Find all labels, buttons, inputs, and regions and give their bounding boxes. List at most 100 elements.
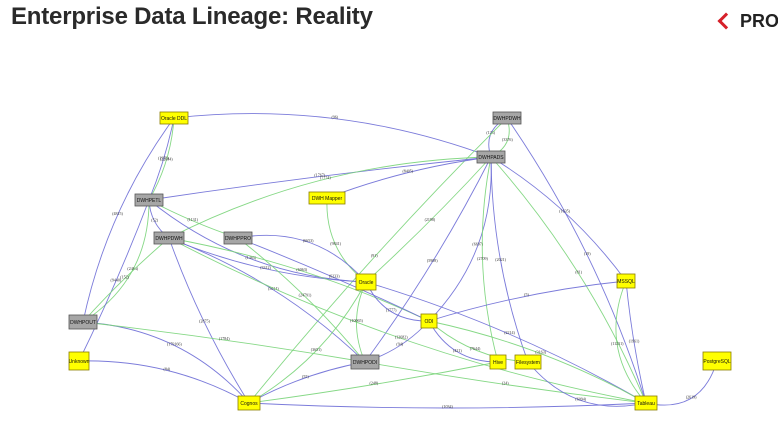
node-box[interactable] [489,354,507,370]
node-dwhpodi[interactable]: DWHPODI [350,354,380,370]
node-oracle[interactable]: Oracle [355,273,377,291]
node-label: DWHPDWH [493,116,521,122]
edge-count-label: (6233) [329,274,340,279]
node-box[interactable] [476,150,506,164]
lineage-edge [326,197,367,283]
node-box[interactable] [350,354,380,370]
node-dwhpdwh[interactable]: DWHPDWH [492,111,522,125]
edge-count-label: (3651) [311,347,322,352]
node-oracle-ddl[interactable]: Oracle DDL [159,111,189,125]
lineage-edge [78,360,250,404]
lineage-edge [248,117,508,404]
lineage-edge [364,156,492,363]
node-box[interactable] [702,351,732,371]
lineage-edge [173,113,492,158]
node-box[interactable] [223,231,253,245]
node-box[interactable] [634,395,658,411]
edge-count-label: (3312) [260,265,271,270]
edge-count-label: (1784) [219,336,230,341]
edge-count-label: (5) [524,292,529,297]
edge-count-label: (24) [502,380,509,385]
edge-count-label: (1978) [158,156,169,161]
node-dwhpout[interactable]: DWHPOUT [68,314,98,330]
edge-count-label: (24791) [299,292,312,297]
node-box[interactable] [134,193,164,207]
edge-count-label: (1767) [314,173,325,178]
node-cognos[interactable]: Cognos [237,395,261,411]
lineage-edge [428,280,627,322]
edge-count-label: (94) [396,342,403,347]
node-layer: Oracle DDL DWHPDWH DWHPADS DWHPETL DWH Mappe… [68,111,732,411]
node-filesystem[interactable]: Filesystem [514,354,542,370]
node-label: DWHPADS [478,155,504,161]
lineage-edge [248,281,367,404]
lineage-edge [148,117,175,201]
edge-count-label: (2021) [495,257,506,262]
node-dwhpads[interactable]: DWHPADS [476,150,506,164]
node-label: Unknown [69,359,90,365]
lineage-edge [506,117,647,404]
edge-count-label: (3376) [502,137,513,142]
lineage-edge [625,280,647,404]
node-label: ODI [425,319,434,325]
node-box[interactable] [308,191,346,205]
lineage-edge [237,237,430,322]
lineage-edge [82,117,175,323]
edge-count-label: (6697) [472,242,483,247]
edge-count-label: (6094) [575,396,586,401]
node-label: DWHPETL [137,198,162,204]
lineage-edge [248,361,499,404]
node-box[interactable] [159,111,189,125]
edge-count-label: (6653) [303,238,314,243]
node-box[interactable] [514,354,542,370]
node-box[interactable] [492,111,522,125]
edge-count-label: (1483) [245,255,256,260]
node-box[interactable] [153,231,185,245]
edge-count-label: (8405) [402,169,413,174]
node-hive[interactable]: Hive [489,354,507,370]
node-label: Cognos [240,401,258,407]
edge-count-label: (1777) [386,308,397,313]
page-title: Enterprise Data Lineage: Reality [11,3,373,30]
node-tableau[interactable]: Tableau [634,395,658,411]
lineage-edge [78,199,150,362]
node-box[interactable] [355,273,377,291]
lineage-edge [527,361,647,407]
edge-count-label: (9440) [110,277,121,282]
node-box[interactable] [616,273,636,289]
node-dwhpdwh2[interactable]: DWHPDWH [153,231,185,245]
brand-logo: PRO [716,9,778,33]
node-unknown[interactable]: Unknown [68,351,90,371]
edge-count-label: (2875) [199,319,210,324]
lineage-edge [615,280,647,404]
lineage-edge [364,361,647,404]
node-box[interactable] [68,351,90,371]
edge-count-label: (3163) [535,350,546,355]
edge-count-label: (179166) [167,341,182,346]
edge-count-label: (22684) [160,156,173,161]
lineage-edge [365,156,492,283]
edge-count-label: (123) [486,130,495,135]
lineage-edge [326,156,492,199]
node-postgresql[interactable]: PostgreSQL [702,351,732,371]
node-label: Hive [493,360,503,366]
node-mssql[interactable]: MSSQL [616,273,636,289]
edge-count-label: (248) [369,380,378,385]
brand-text: PRO [740,10,778,31]
node-dwhpetl[interactable]: DWHPETL [134,193,164,207]
edge-count-label: (2198) [425,217,436,222]
edge-count-label: (421) [453,348,462,353]
edge-count-label: (2709) [477,256,488,261]
edge-count-label: (2214) [504,330,515,335]
node-box[interactable] [68,314,98,330]
edge-count-label: (2464) [127,266,138,271]
lineage-edge [168,237,250,404]
node-box[interactable] [420,313,438,329]
node-box[interactable] [237,395,261,411]
node-dwh-mapper[interactable]: DWH Mapper [308,191,346,205]
node-dwhppro[interactable]: DWHPPRO [223,231,253,245]
node-odi[interactable]: ODI [420,313,438,329]
lineage-edge [148,117,175,201]
lineage-edge [168,237,647,404]
lineage-edge [82,199,150,323]
